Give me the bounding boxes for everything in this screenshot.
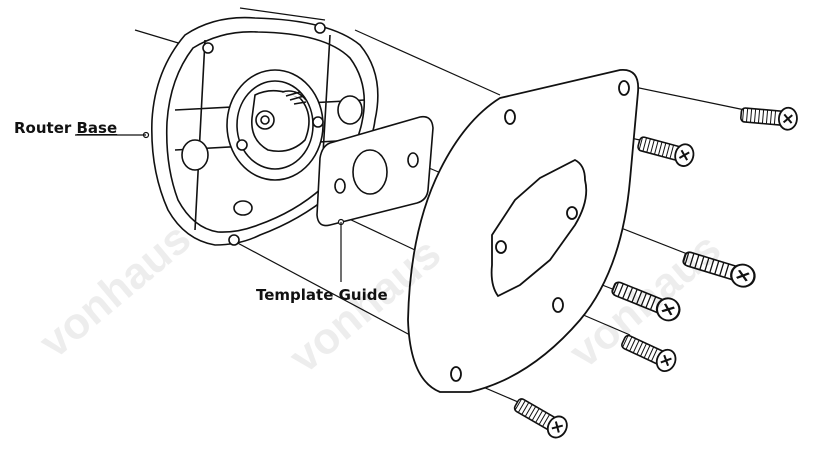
template-guide-label: Template Guide xyxy=(256,286,388,304)
screw-6 xyxy=(510,392,572,443)
base-plate xyxy=(407,69,640,393)
label-leaders xyxy=(75,134,342,282)
screw-1 xyxy=(739,102,799,132)
router-base-label-prefix: Router xyxy=(14,119,77,137)
router-base-label: Router Base xyxy=(14,119,117,137)
router-base-label-suffix: Base xyxy=(76,119,118,137)
screw-2 xyxy=(635,131,697,170)
template-guide xyxy=(316,115,434,227)
